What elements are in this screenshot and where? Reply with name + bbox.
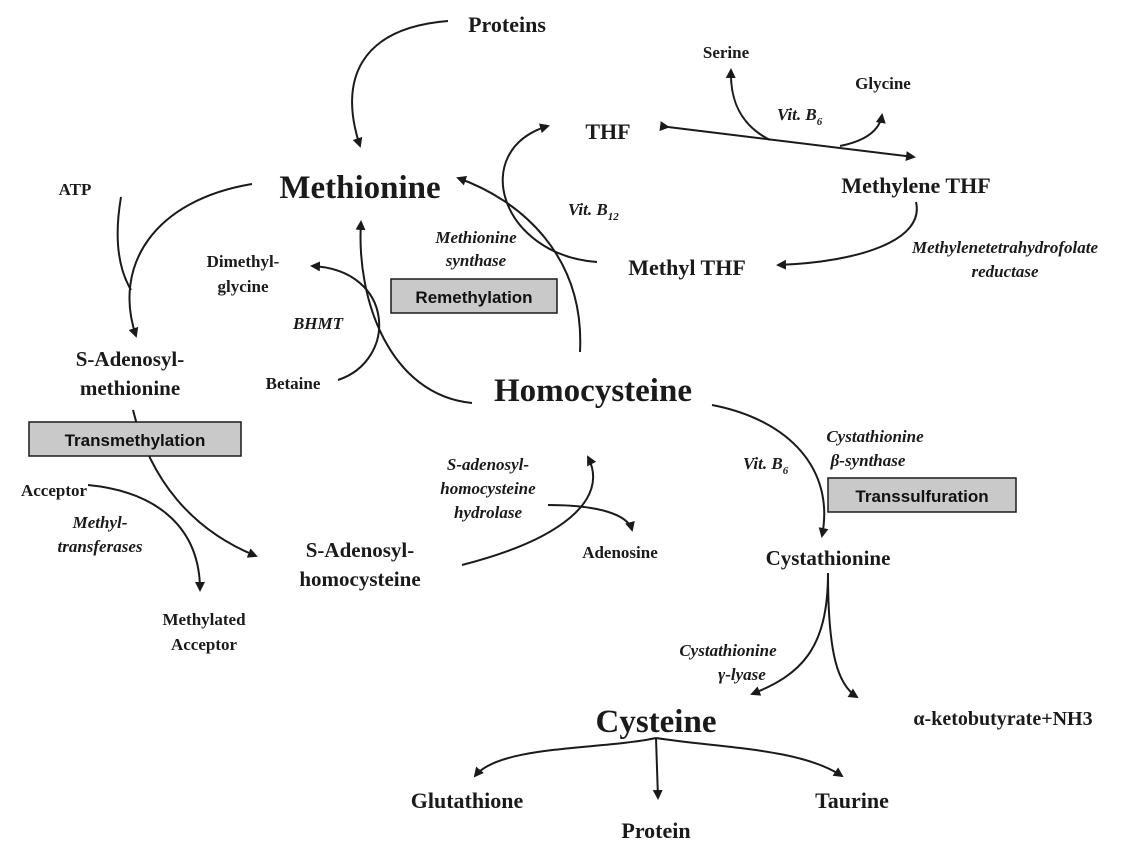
cofactor-vit-b6-cbs-main: Vit. B — [743, 454, 783, 473]
node-ketobutyrate: α-ketobutyrate+NH3 — [913, 708, 1092, 730]
node-cystathionine: Cystathionine — [766, 546, 891, 570]
node-sam-line2: methionine — [80, 376, 180, 400]
node-serine: Serine — [703, 43, 750, 62]
cofactor-vit-b6-cbs: Vit. B6 — [743, 454, 789, 477]
enzyme-cbs-line2: β-synthase — [830, 451, 906, 470]
arrow-remethylation-to-methionine — [456, 175, 582, 353]
arrow-cystathionine-to-ketobutyrate — [827, 572, 859, 699]
cofactor-vit-b6-top-main: Vit. B — [777, 105, 817, 124]
node-betaine: Betaine — [266, 374, 321, 393]
node-methylated-line2: Acceptor — [171, 635, 238, 654]
arrow-methionine-to-sam — [128, 183, 253, 338]
cofactor-vit-b6-top: Vit. B6 — [777, 105, 823, 128]
arrow-atp-to-sam — [116, 196, 132, 291]
node-acceptor: Acceptor — [21, 481, 88, 500]
node-methylene-thf: Methylene THF — [841, 173, 990, 198]
arrow-to-serine — [725, 68, 771, 141]
cofactor-vit-b6-cbs-sub: 6 — [783, 465, 789, 477]
enzyme-cbs-line1: Cystathionine — [826, 427, 924, 446]
node-glutathione: Glutathione — [411, 788, 524, 813]
enzyme-cgl-line2: γ-lyase — [718, 665, 766, 684]
arrow-cysteine-to-taurine — [655, 737, 844, 778]
node-protein: Protein — [621, 818, 690, 843]
arrow-to-glycine — [839, 113, 886, 147]
node-dimethylglycine-line2: glycine — [218, 277, 269, 296]
enzyme-sah-hydrolase-line3: hydrolase — [454, 503, 522, 522]
arrow-sah-hydrolase — [461, 455, 597, 566]
node-sah-line1: S-Adenosyl- — [306, 538, 415, 562]
node-sam-line1: S-Adenosyl- — [76, 347, 185, 371]
transsulfuration-label: Transsulfuration — [855, 487, 988, 506]
arrow-acceptor-to-methylated — [87, 484, 205, 592]
node-dimethylglycine-line1: Dimethyl- — [207, 252, 280, 271]
enzyme-methionine-synthase-line2: synthase — [445, 251, 507, 270]
enzyme-mthfr-line2: reductase — [971, 262, 1039, 281]
enzyme-methyltransferases-line1: Methyl- — [72, 513, 128, 532]
cofactor-vit-b6-top-sub: 6 — [817, 116, 823, 128]
arrows — [87, 20, 918, 800]
arrow-to-adenosine — [547, 504, 635, 532]
transsulfuration-box — [827, 477, 1017, 513]
node-homocysteine: Homocysteine — [494, 373, 692, 409]
node-adenosine: Adenosine — [582, 543, 658, 562]
transmethylation-box — [28, 421, 242, 457]
node-methyl-thf: Methyl THF — [628, 255, 746, 280]
node-atp: ATP — [59, 180, 92, 199]
arrow-cystathionine-to-cysteine — [750, 572, 829, 696]
node-methionine: Methionine — [279, 170, 440, 206]
enzyme-sah-hydrolase-line2: homocysteine — [440, 479, 536, 498]
arrow-cysteine-to-protein — [652, 737, 663, 800]
enzyme-cgl-line1: Cystathionine — [679, 641, 777, 660]
node-methylated-line1: Methylated — [162, 610, 246, 629]
node-cysteine: Cysteine — [596, 704, 717, 740]
cofactor-vit-b12-main: Vit. B — [568, 200, 608, 219]
enzyme-methyltransferases-line2: transferases — [57, 537, 142, 556]
remethylation-box — [390, 278, 558, 314]
arrow-thf-methylene-thf — [659, 121, 916, 161]
arrow-homocysteine-to-cystathionine — [711, 404, 829, 538]
node-sah-line2: homocysteine — [299, 567, 420, 591]
enzyme-methionine-synthase-line1: Methionine — [434, 228, 517, 247]
enzyme-sah-hydrolase-line1: S-adenosyl- — [447, 455, 530, 474]
arrow-betaine-to-dimethylglycine — [310, 261, 381, 381]
node-thf: THF — [585, 119, 630, 144]
remethylation-label: Remethylation — [415, 288, 532, 307]
enzyme-bhmt: BHMT — [292, 314, 344, 333]
arrow-methylenethf-to-methylthf — [776, 201, 918, 270]
node-proteins: Proteins — [468, 12, 546, 37]
arrow-proteins-to-methionine — [351, 20, 449, 148]
cofactor-vit-b12: Vit. B12 — [568, 200, 619, 223]
arrow-methylthf-to-thf — [501, 123, 598, 263]
arrow-homocysteine-to-methionine — [355, 220, 473, 404]
arrow-cysteine-to-glutathione — [473, 737, 657, 778]
cofactor-vit-b12-sub: 12 — [608, 211, 620, 223]
node-glycine: Glycine — [855, 74, 911, 93]
transmethylation-label: Transmethylation — [65, 431, 206, 450]
enzyme-mthfr-line1: Methylenetetrahydrofolate — [911, 238, 1098, 257]
node-taurine: Taurine — [815, 788, 889, 813]
